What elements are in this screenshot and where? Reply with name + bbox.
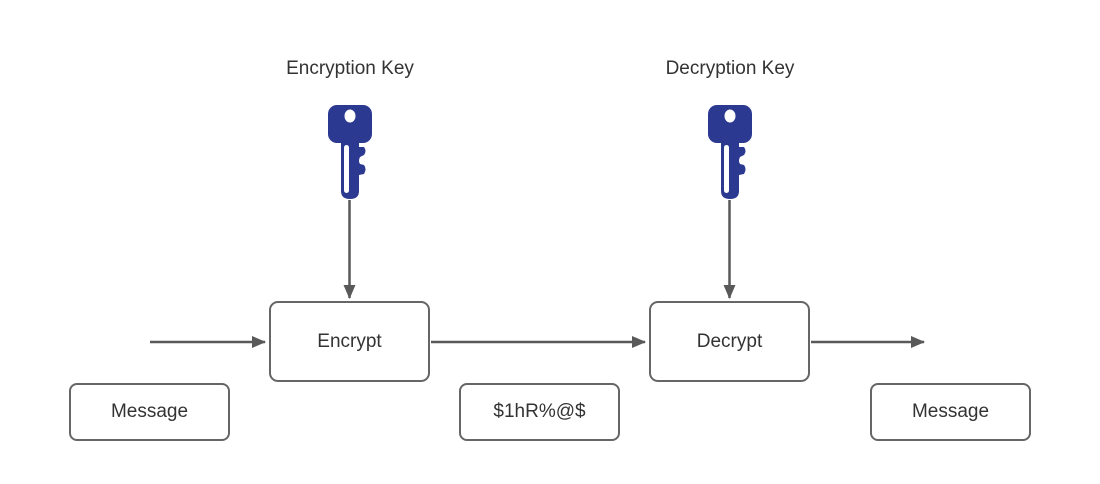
output-message-label: Message — [911, 401, 990, 422]
input-message-node: Message — [69, 383, 230, 441]
encryption-key-label: Encryption Key — [286, 58, 414, 79]
encryption-key-icon — [327, 105, 372, 199]
decryption-key-label: Decryption Key — [665, 58, 795, 79]
ciphertext-node: $1hR%@$ — [459, 383, 620, 441]
encrypt-node: Encrypt — [269, 301, 430, 382]
input-message-label: Message — [110, 401, 189, 422]
output-message-node: Message — [870, 383, 1031, 441]
ciphertext-label: $1hR%@$ — [493, 401, 586, 422]
decryption-key-icon — [707, 105, 752, 199]
decrypt-node-label: Decrypt — [696, 330, 763, 352]
decrypt-node: Decrypt — [649, 301, 810, 382]
encrypt-node-label: Encrypt — [317, 330, 382, 352]
